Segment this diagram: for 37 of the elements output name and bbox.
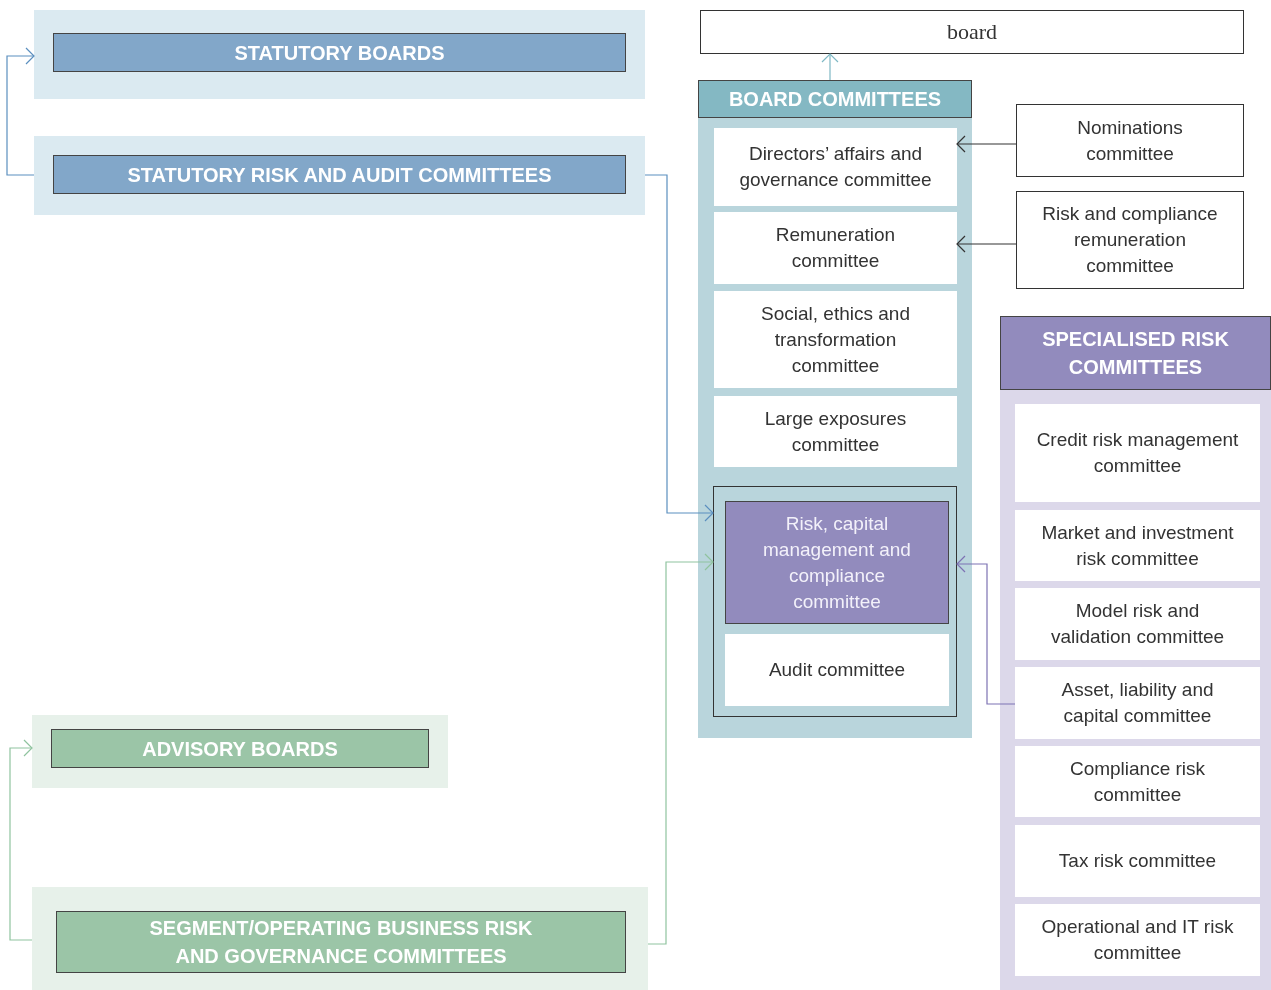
committee-box: Large exposures committee xyxy=(714,396,957,467)
committee-box: Directors’ affairs and governance committee xyxy=(714,128,957,206)
committee-box: Operational and IT risk committee xyxy=(1015,904,1260,976)
committee-box: Audit committee xyxy=(725,634,949,706)
committee-box: Model risk and validation committee xyxy=(1015,588,1260,660)
committee-box: Risk, capital management and compliance committee xyxy=(725,501,949,624)
committee-box: Market and investment risk committee xyxy=(1015,510,1260,581)
panel-title-bar: ADVISORY BOARDS xyxy=(51,729,429,768)
connector-arrow xyxy=(647,553,714,945)
board-box: board xyxy=(700,10,1244,54)
connector-arrow xyxy=(9,739,33,941)
committee-panel xyxy=(34,136,645,215)
committee-panel xyxy=(698,80,972,738)
connector-arrow xyxy=(821,53,839,81)
connector-arrow xyxy=(644,174,714,522)
panel-title-bar: STATUTORY RISK AND AUDIT COMMITTEES xyxy=(53,155,626,194)
connector-arrow xyxy=(6,47,35,176)
committee-box: Compliance risk committee xyxy=(1015,746,1260,817)
committee-box: Asset, liability and capital committee xyxy=(1015,667,1260,739)
committee-panel xyxy=(32,715,448,788)
committee-panel xyxy=(1000,316,1271,990)
connector-arrow xyxy=(956,235,1017,253)
committee-panel xyxy=(34,10,645,99)
connector-arrow xyxy=(956,555,1016,705)
group-box xyxy=(713,486,957,717)
committee-box: Tax risk committee xyxy=(1015,825,1260,897)
panel-title-bar: SPECIALISED RISK COMMITTEES xyxy=(1000,316,1271,390)
panel-title-bar: BOARD COMMITTEES xyxy=(698,80,972,118)
committee-box: Remuneration committee xyxy=(714,212,957,284)
panel-title-bar: STATUTORY BOARDS xyxy=(53,33,626,72)
panel-title-bar: SEGMENT/OPERATING BUSINESS RISK AND GOVERNANCE COMMITTEES xyxy=(56,911,626,973)
committee-panel xyxy=(32,887,648,990)
connector-arrow xyxy=(956,135,1017,153)
committee-box: Social, ethics and transformation committee xyxy=(714,291,957,388)
committee-box: Credit risk management committee xyxy=(1015,404,1260,502)
committee-box: Nominations committee xyxy=(1016,104,1244,177)
committee-box: Risk and compliance remuneration committee xyxy=(1016,191,1244,289)
